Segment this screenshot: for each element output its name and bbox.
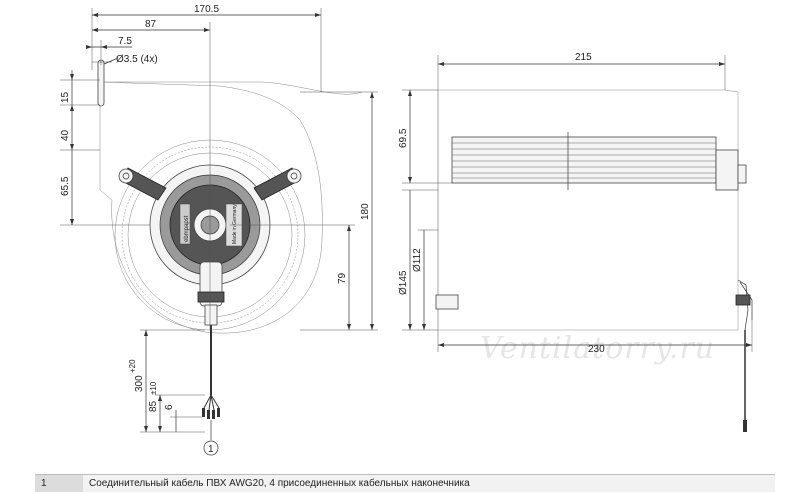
dim-69-5: 69.5: [398, 128, 409, 148]
legend-number: 1: [35, 475, 83, 492]
housing-side: [437, 89, 739, 331]
side-dimensions: 215 69.5 Ø145 Ø112 230: [398, 52, 753, 355]
watermark: Ventilatorry.ru: [480, 331, 715, 366]
svg-text:1: 1: [208, 444, 214, 455]
dim-87: 87: [145, 19, 157, 30]
dim-65-5: 65.5: [60, 176, 71, 196]
legend-text: Соединительный кабель ПВХ AWG20, 4 присо…: [83, 475, 775, 492]
dim-d112: Ø112: [412, 248, 423, 272]
brand-label: ebmpapst: [184, 215, 190, 242]
dim-85-tol: ±10: [149, 381, 158, 395]
dim-79: 79: [337, 272, 348, 284]
dim-d145: Ø145: [398, 270, 409, 295]
mounting-slot: [97, 59, 105, 107]
rating-plate: Made in Germany: [232, 204, 238, 244]
impeller-side: [451, 136, 717, 184]
dim-215: 215: [575, 52, 592, 63]
dim-180: 180: [360, 203, 371, 220]
side-view: [435, 89, 753, 432]
front-view: ebmpapst Made in Germany 1: [92, 59, 363, 456]
dim-300: 300: [134, 375, 145, 392]
dim-hole: Ø3.5 (4x): [116, 54, 158, 65]
dim-15: 15: [60, 91, 71, 103]
dim-6: 6: [164, 404, 175, 410]
dim-40: 40: [60, 129, 71, 141]
dim-300-tol: +20: [128, 359, 137, 373]
front-dimensions: 170.5 87 7.5 Ø3.5 (4x) 15 40 65.5: [60, 4, 378, 433]
dim-7-5: 7.5: [118, 36, 132, 47]
technical-drawing: Ventilatorry.ru ebmpapst Made in Germany: [60, 4, 753, 456]
dim-85: 85: [148, 400, 159, 412]
legend-row: 1 Соединительный кабель ПВХ AWG20, 4 при…: [35, 474, 775, 492]
dim-230: 230: [588, 344, 605, 355]
dim-170-5: 170.5: [194, 4, 219, 15]
callout-1: [203, 440, 219, 456]
